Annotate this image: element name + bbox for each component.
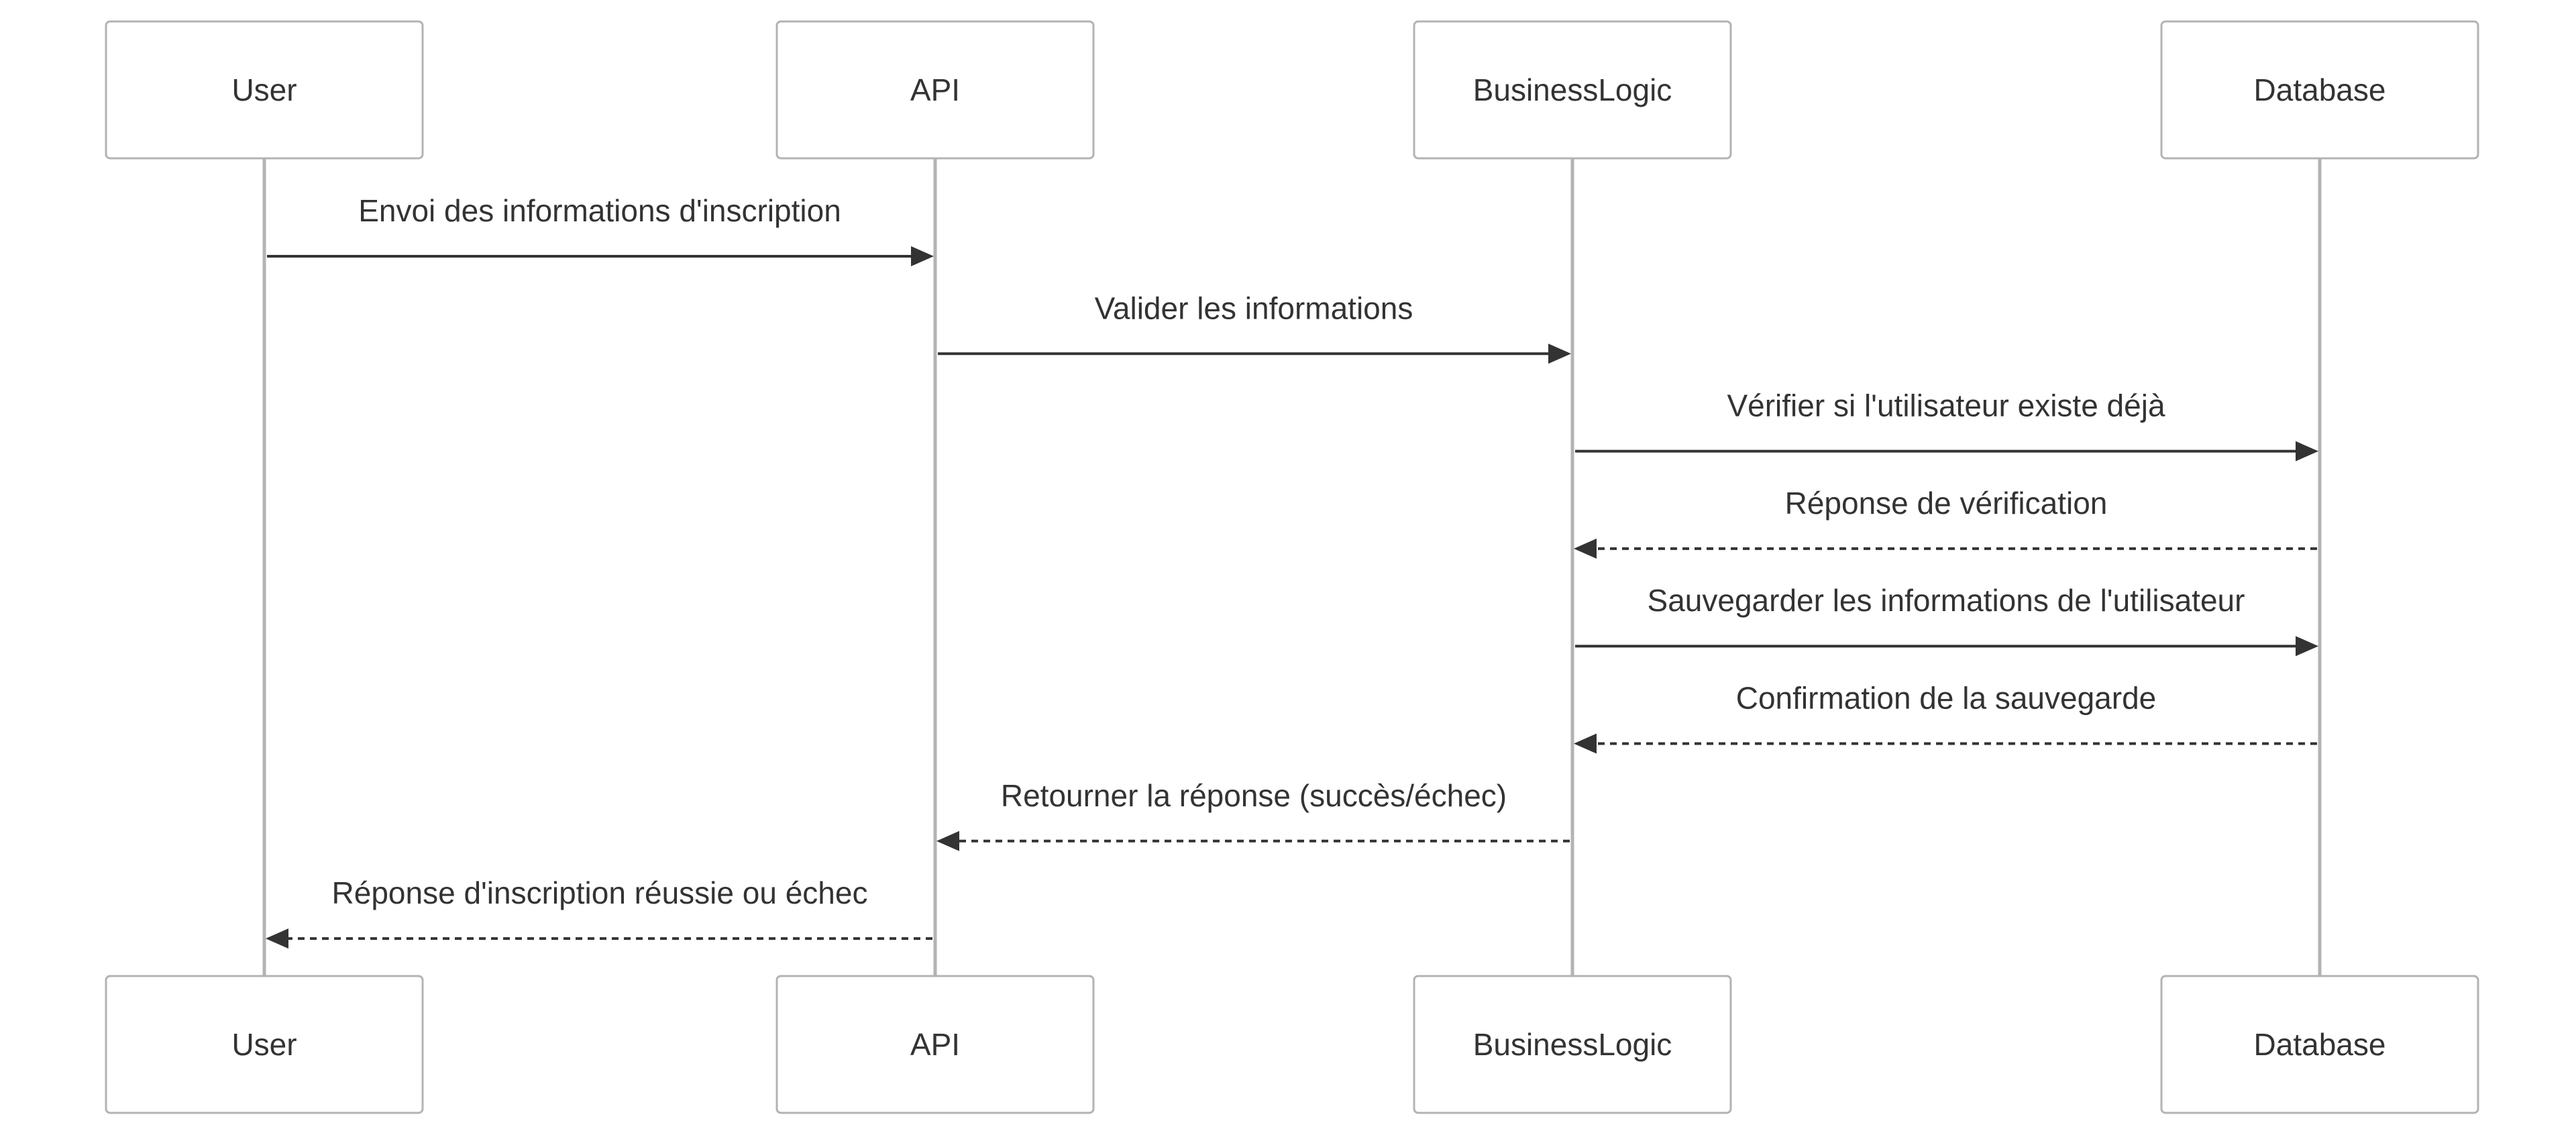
- message-label: Valider les informations: [1095, 290, 1413, 325]
- actor-box: [1413, 20, 1732, 160]
- actor-box: [2160, 975, 2479, 1114]
- actor-label: User: [231, 1027, 297, 1062]
- message-2: Valider les informations: [938, 290, 1571, 364]
- message-1: Envoi des informations d'inscription: [267, 193, 934, 266]
- actor-api-top: API: [775, 20, 1095, 160]
- message-6: Confirmation de la sauvegarde: [1574, 681, 2317, 754]
- actor-label: User: [231, 72, 297, 107]
- message-8: Réponse d'inscription réussie ou échec: [266, 875, 932, 949]
- actor-user-bottom: User: [105, 975, 424, 1114]
- arrowhead-icon: [2296, 636, 2318, 657]
- actor-label: BusinessLogic: [1473, 72, 1672, 107]
- actor-businesslogic-bottom: BusinessLogic: [1413, 975, 1732, 1114]
- actor-database-bottom: Database: [2160, 975, 2479, 1114]
- actor-label: BusinessLogic: [1473, 1027, 1672, 1062]
- message-label: Réponse de vérification: [1785, 486, 2108, 521]
- arrowhead-icon: [2296, 441, 2318, 462]
- message-5: Sauvegarder les informations de l'utilis…: [1575, 583, 2318, 657]
- actor-box: [775, 20, 1095, 160]
- actor-database-top: Database: [2160, 20, 2479, 160]
- arrowhead-icon: [936, 830, 959, 851]
- actor-label: Database: [2254, 1027, 2386, 1062]
- actor-box: [105, 20, 424, 160]
- message-4: Réponse de vérification: [1574, 486, 2317, 559]
- messages: Envoi des informations d'inscriptionVali…: [266, 193, 2318, 949]
- message-label: Envoi des informations d'inscription: [358, 193, 841, 228]
- actors-bottom: User API BusinessLogic Database: [105, 975, 2479, 1114]
- actor-box: [1413, 975, 1732, 1114]
- lifelines: [262, 158, 2322, 976]
- actor-box: [105, 975, 424, 1114]
- arrowhead-icon: [1548, 343, 1571, 364]
- message-label: Retourner la réponse (succès/échec): [1001, 778, 1507, 813]
- arrowhead-icon: [266, 928, 288, 949]
- arrowhead-icon: [1574, 733, 1597, 754]
- actor-label: API: [910, 1027, 960, 1062]
- message-label: Confirmation de la sauvegarde: [1736, 681, 2156, 716]
- message-7: Retourner la réponse (succès/échec): [936, 778, 1570, 851]
- arrowhead-icon: [911, 246, 934, 266]
- actor-api-bottom: API: [775, 975, 1095, 1114]
- actor-box: [2160, 20, 2479, 160]
- message-label: Vérifier si l'utilisateur existe déjà: [1727, 388, 2165, 423]
- message-label: Sauvegarder les informations de l'utilis…: [1648, 583, 2245, 618]
- arrowhead-icon: [1574, 538, 1597, 559]
- actor-box: [775, 975, 1095, 1114]
- message-label: Réponse d'inscription réussie ou échec: [332, 875, 868, 910]
- actor-user-top: User: [105, 20, 424, 160]
- actor-businesslogic-top: BusinessLogic: [1413, 20, 1732, 160]
- actor-label: API: [910, 72, 960, 107]
- actors-top: User API BusinessLogic Database: [105, 20, 2479, 160]
- actor-label: Database: [2254, 72, 2386, 107]
- message-3: Vérifier si l'utilisateur existe déjà: [1575, 388, 2318, 462]
